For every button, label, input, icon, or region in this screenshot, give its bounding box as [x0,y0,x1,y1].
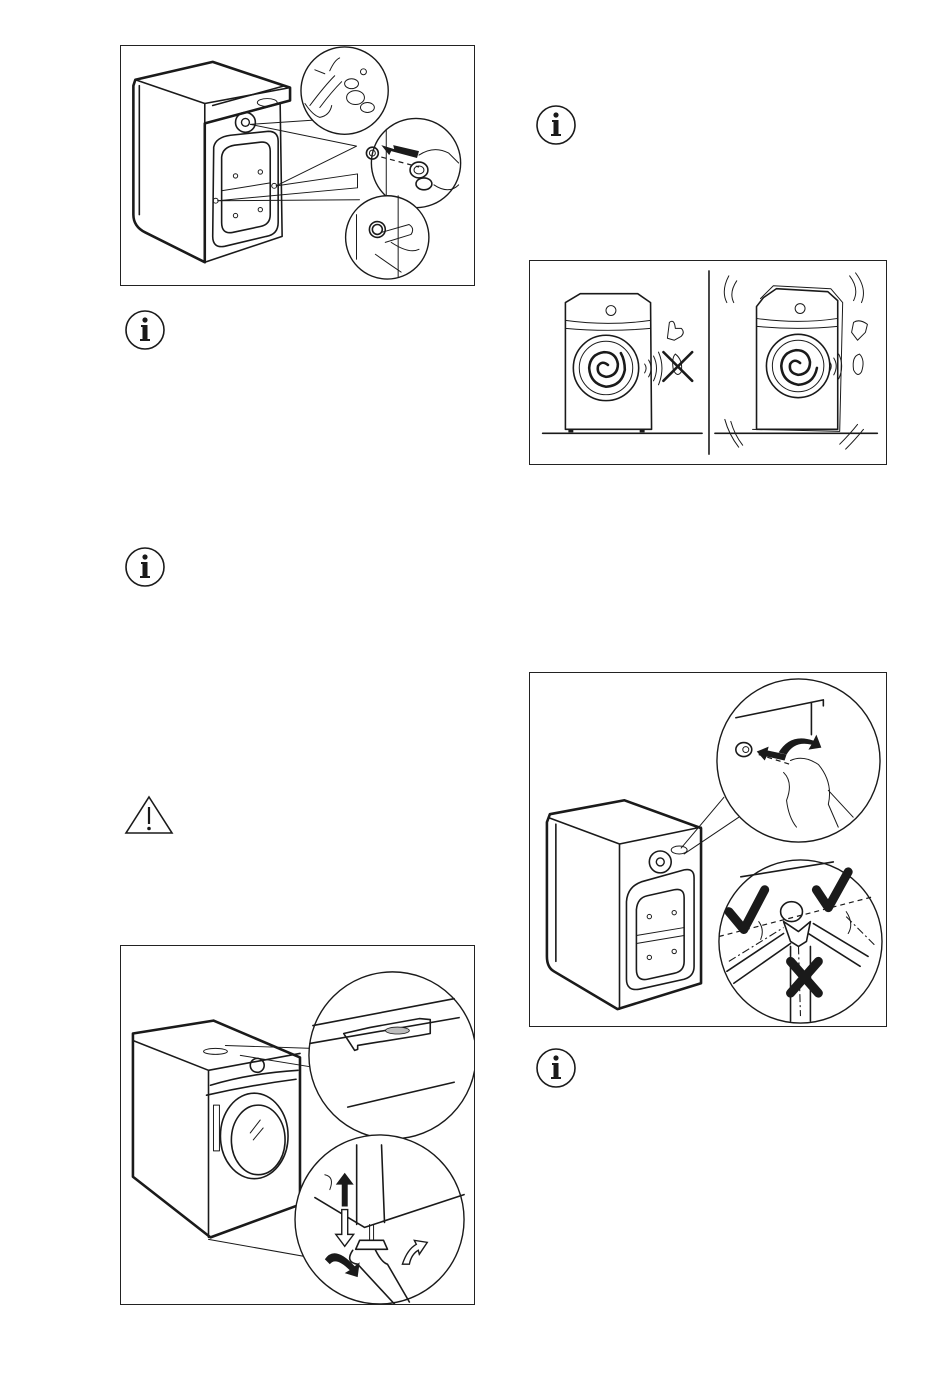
vibration-comparison-illustration [541,270,879,455]
inlet-hose-illustration [545,678,883,1024]
washing-machine-rear-illustration [132,46,462,280]
figure-inlet-hose: Connect water inlet hose to valve at rea… [529,672,887,1027]
info-icon [124,309,166,351]
figure-level-vibration: Level appliance runs quietly (thumbs up,… [529,260,887,465]
warning-icon [124,795,174,835]
figure-remove-transit-bolts: Rear of washing machine: loosen transit … [120,45,475,286]
leveling-illustration [131,971,474,1304]
info-icon [535,104,577,146]
info-icon [124,546,166,588]
info-icon [535,1047,577,1089]
figure-leveling-feet: Check level with spirit level on top; ad… [120,945,475,1305]
